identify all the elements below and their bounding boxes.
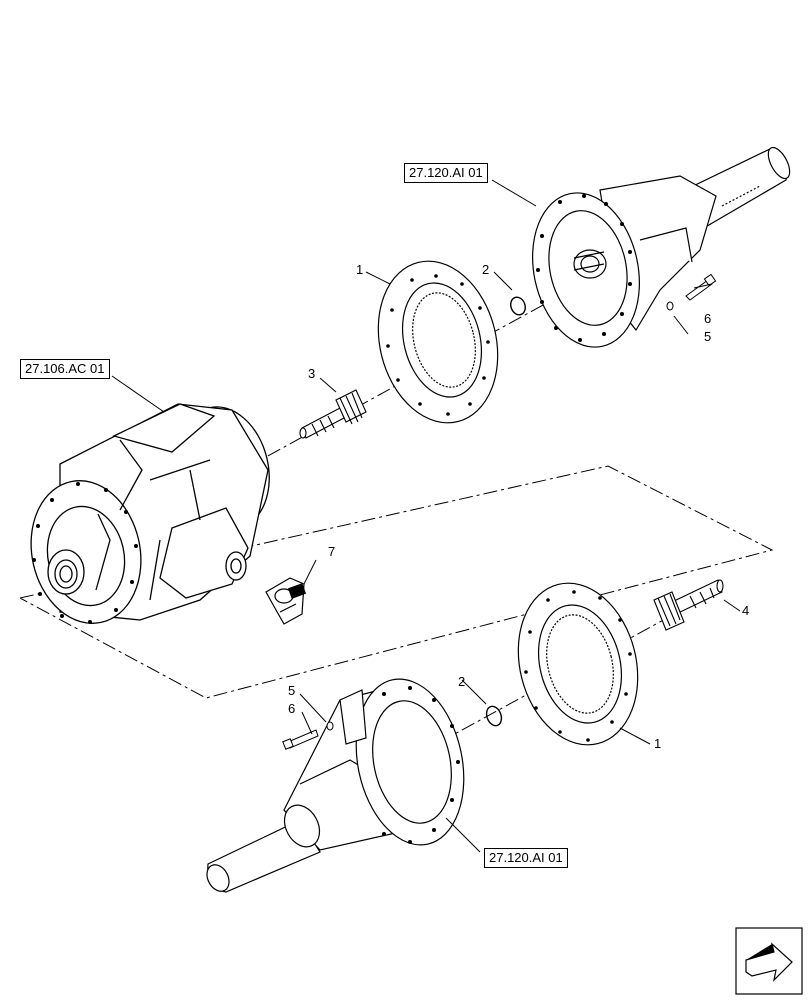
yoke — [265, 577, 307, 625]
axle-housing-bottom — [206, 678, 465, 893]
washer-top — [666, 301, 674, 311]
snap-ring-top — [510, 296, 526, 316]
callout-washer-top: 5 — [704, 329, 712, 344]
callout-shaft-top: 3 — [308, 366, 316, 381]
center-housing-bolt-holes — [32, 482, 138, 624]
center-housing — [30, 403, 270, 624]
shaft-top — [299, 389, 367, 439]
reference-center-housing[interactable]: 27.106.AC 01 — [20, 359, 110, 379]
snap-ring-bottom — [485, 705, 503, 727]
callout-yoke: 7 — [328, 544, 336, 559]
shaft-bottom — [653, 579, 724, 631]
assembly-boundary — [19, 465, 774, 699]
axle-housing-top — [532, 146, 791, 348]
reference-axle-top[interactable]: 27.120.AI 01 — [404, 163, 488, 183]
bolt-bottom — [282, 729, 319, 750]
callout-ring-gear-top: 1 — [356, 262, 364, 277]
ring-gear-top — [377, 260, 499, 424]
bolt-top — [685, 273, 717, 301]
flange-bolt-holes-top — [536, 194, 632, 342]
flange-bolt-holes-bottom — [382, 686, 460, 844]
callout-washer-bottom: 5 — [288, 683, 296, 698]
reference-axle-bottom[interactable]: 27.120.AI 01 — [484, 848, 568, 868]
ring-gear-bolt-holes-bottom — [524, 590, 632, 742]
callout-shaft-bottom: 4 — [742, 603, 750, 618]
leader-lines — [111, 179, 741, 853]
ring-gear-bottom — [517, 582, 639, 746]
next-page-arrow-icon[interactable] — [735, 927, 803, 995]
callout-snap-ring-bottom: 2 — [458, 674, 466, 689]
callout-snap-ring-top: 2 — [482, 262, 490, 277]
callout-bolt-bottom: 6 — [288, 701, 296, 716]
washer-bottom — [326, 721, 334, 731]
ring-gear-bolt-holes-top — [386, 274, 490, 416]
callout-bolt-top: 6 — [704, 311, 712, 326]
callout-ring-gear-bottom: 1 — [654, 736, 662, 751]
